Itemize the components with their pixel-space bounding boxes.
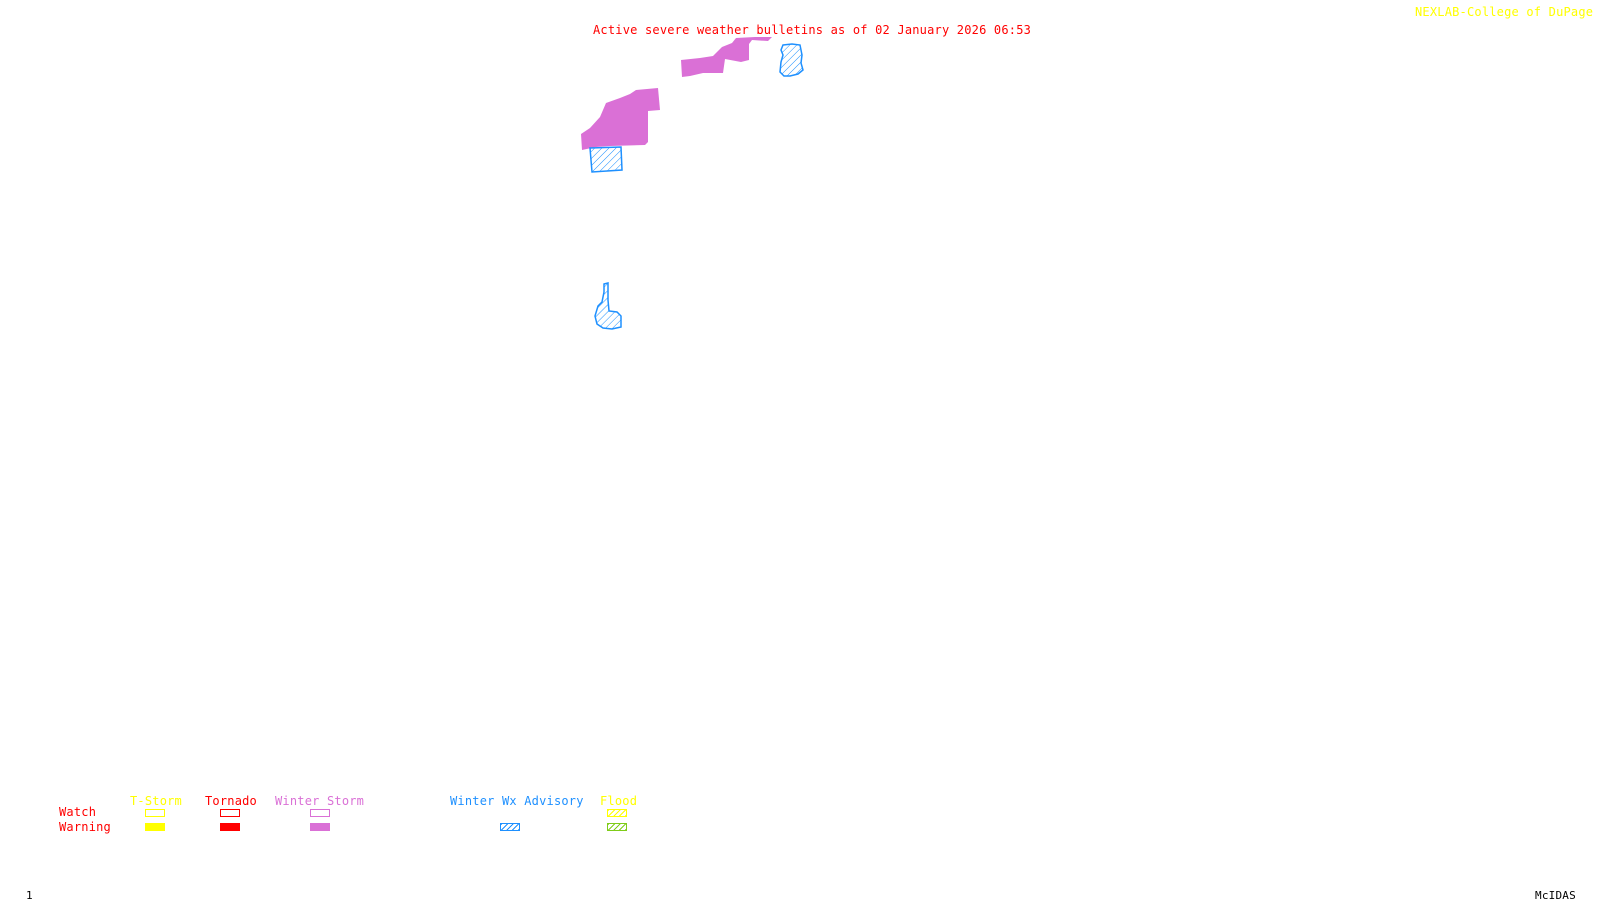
legend-tstorm-warning-swatch	[145, 823, 165, 831]
winter-wx-advisory-area	[779, 43, 804, 77]
legend-tstorm-watch-swatch	[145, 809, 165, 817]
legend-column-label-winter-storm: Winter Storm	[275, 794, 365, 808]
winter-wx-advisory-area	[589, 146, 623, 173]
legend-row-label-warning: Warning	[59, 820, 111, 834]
source-text: NEXLAB-College of DuPage	[1415, 5, 1594, 19]
software-label: McIDAS	[1535, 889, 1576, 902]
legend-flood-watch-swatch	[607, 809, 627, 817]
winter-storm-warning-area	[581, 88, 660, 150]
legend-tornado-watch-swatch	[220, 809, 240, 817]
legend-column-label-tstorm: T-Storm	[130, 794, 182, 808]
map-title: Active severe weather bulletins as of 02…	[593, 23, 1032, 37]
winter-wx-advisory-area	[594, 282, 622, 330]
winter-storm-warning-area	[681, 37, 772, 77]
frame-number: 1	[26, 889, 33, 902]
legend-tornado-warning-swatch	[220, 823, 240, 831]
legend-flood-warning-swatch	[607, 823, 627, 831]
legend-winter-storm-warning-swatch	[310, 823, 330, 831]
legend-column-label-winter-wx-advisory: Winter Wx Advisory	[450, 794, 584, 808]
legend-row-label-watch: Watch	[59, 805, 97, 819]
source-label: NEXLAB-College of DuPage ⇱	[1415, 6, 1600, 18]
legend-winter-storm-watch-swatch	[310, 809, 330, 817]
legend-column-label-tornado: Tornado	[205, 794, 257, 808]
legend-winter-wx-advisory-swatch	[500, 823, 520, 831]
legend-column-label-flood: Flood	[600, 794, 638, 808]
